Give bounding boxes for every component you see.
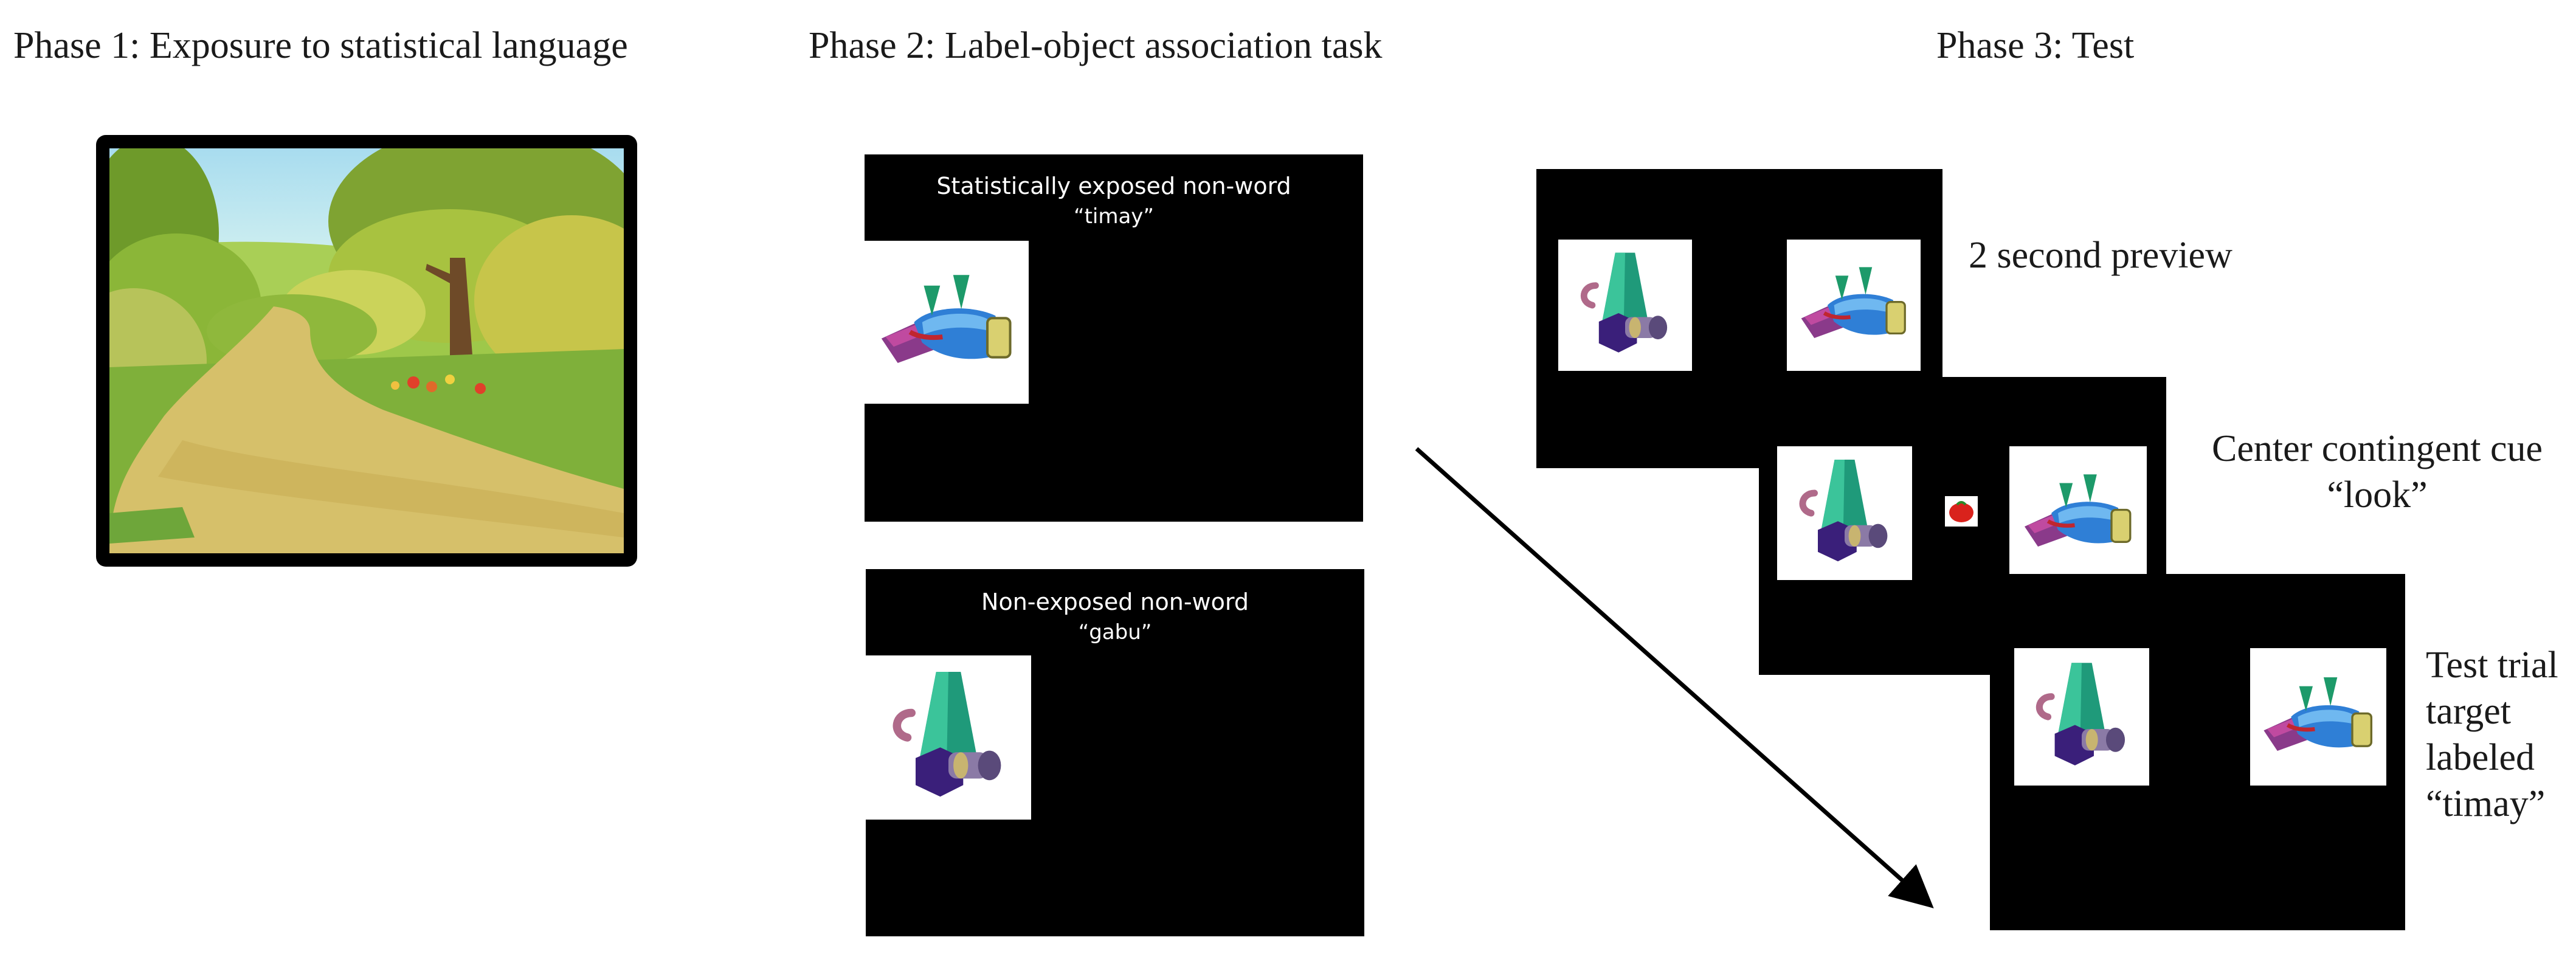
cue-label-line2: “look” (2327, 474, 2428, 516)
nonexposed-heading: Non-exposed non-word (981, 589, 1249, 615)
nonexposed-word-screen: Non-exposed non-word “gabu” (866, 569, 1364, 936)
exposed-heading: Statistically exposed non-word (936, 173, 1291, 199)
cone-object-image (1558, 240, 1692, 371)
stimulus-card-left (1777, 446, 1912, 580)
fish-object-image (2250, 648, 2386, 786)
phase2-title: Phase 2: Label-object association task (809, 25, 1383, 66)
fish-object-image (1787, 240, 1921, 371)
stimulus-card-left (1558, 240, 1692, 371)
cue-label-line1: Center contingent cue (2211, 428, 2543, 469)
exposed-word-screen: Statistically exposed non-word “timay” (865, 154, 1363, 522)
cue-label: Center contingent cue “look” (2189, 426, 2566, 518)
phase1-title: Phase 1: Exposure to statistical languag… (13, 25, 628, 66)
stimulus-card (865, 241, 1029, 404)
phase3-title: Phase 3: Test (1936, 25, 2135, 66)
fish-object-image (2009, 446, 2147, 580)
stimulus-card-left (2014, 648, 2149, 786)
stimulus-card-right (2250, 648, 2386, 786)
stimulus-card-right (1787, 240, 1921, 371)
nonexposed-word: “gabu” (1078, 620, 1152, 644)
test-label-line1: Test trial (2426, 644, 2558, 686)
test-label-line3: labeled (2426, 737, 2535, 778)
scene-image-frame (96, 135, 637, 567)
stimulus-card-right (2009, 446, 2147, 580)
stimulus-card (866, 655, 1031, 820)
test-label-line2: target (2426, 691, 2512, 732)
test-label-line4: “timay” (2426, 783, 2546, 824)
preview-label: 2 second preview (1969, 235, 2232, 276)
cone-object-image (2014, 648, 2149, 786)
exposed-word: “timay” (1073, 204, 1155, 229)
cone-object-image (1777, 446, 1912, 580)
test-trial-screen (1990, 574, 2405, 930)
park-scene-image (109, 148, 624, 553)
center-cue-image (1945, 496, 1978, 527)
test-trial-label: Test trial target labeled “timay” (2426, 642, 2558, 827)
